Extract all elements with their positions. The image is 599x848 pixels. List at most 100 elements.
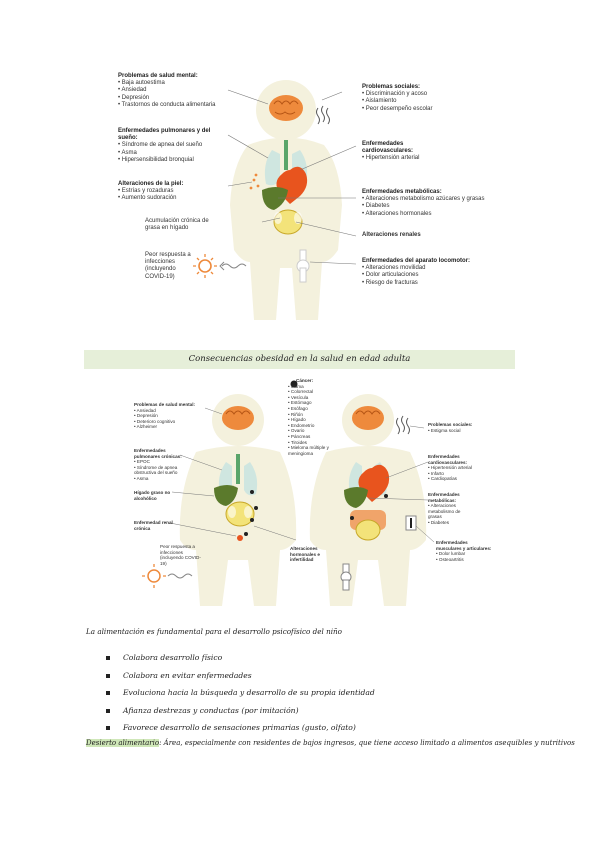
- metabolic-title: Enfermedades metabólicas:: [362, 189, 442, 195]
- list-item-text: Favorece desarrollo de sensaciones prima…: [123, 723, 356, 733]
- cancer-item: Vesícula: [288, 395, 330, 401]
- benefits-list: Colabora desarrollo físico Colabora en e…: [106, 649, 375, 737]
- musculoskeletal-title: Enfermedades musculares y articulares:: [436, 540, 492, 551]
- bullet-icon: [106, 656, 110, 660]
- adult-cardio-item: Infarto: [428, 471, 488, 477]
- adult-pulmonary-item: EPOC: [134, 459, 182, 465]
- mental-item: Ansiedad: [118, 87, 230, 94]
- adult-cardio-item: Hipertensión arterial: [428, 465, 488, 471]
- adult-mental-item: Ansiedad: [134, 408, 204, 414]
- pulmonary-item: Síndrome de apnea del sueño: [118, 142, 228, 149]
- cardio-label: Enfermedades cardiovasculares: Hipertens…: [362, 141, 444, 163]
- musculoskeletal-item: Dolor lumbar: [436, 551, 494, 557]
- social-item: Aislamiento: [362, 98, 472, 105]
- stress-waves-icon: [316, 105, 330, 125]
- nutrition-intro: La alimentación es fundamental para el d…: [86, 627, 342, 636]
- cancer-item: Estómago: [288, 400, 330, 406]
- pulmonary-label: Enfermedades pulmonares y del sueño: Sín…: [118, 128, 228, 164]
- adult-metabolic-item: Alteraciones metabolismo de grasas: [428, 503, 474, 520]
- pulmonary-item: Asma: [118, 150, 228, 157]
- adult-mental-title: Problemas de salud mental:: [134, 402, 196, 407]
- knee-joint-icon: [340, 563, 352, 591]
- adult-bodies-graphic: [142, 380, 435, 606]
- adult-liver-title: Hígado graso no alcohólico: [134, 490, 171, 501]
- cancer-item: Hígado: [288, 417, 330, 423]
- adult-renal-label: Enfermedad renal crónica: [134, 520, 178, 531]
- list-item: Favorece desarrollo de sensaciones prima…: [106, 719, 375, 737]
- adult-pulmonary-item: Síndrome de apnea obstructiva del sueño: [134, 465, 182, 476]
- food-desert-term: Desierto alimentario: [86, 739, 160, 747]
- adult-renal-title: Enfermedad renal crónica: [134, 520, 173, 531]
- skin-title: Alteraciones de la piel:: [118, 181, 184, 187]
- social-label: Problemas sociales: Discriminación y aco…: [362, 84, 472, 113]
- list-item-text: Afianza destrezas y conductas (por imita…: [123, 705, 299, 715]
- cancer-title: Cáncer:: [296, 378, 314, 383]
- skin-item: Aumento sudoración: [118, 195, 228, 202]
- adult-cardio-label: Enfermedades cardiovasculares: Hipertens…: [428, 454, 488, 482]
- adult-figures-illustration: Problemas de salud mental: Ansiedad Depr…: [0, 370, 599, 610]
- adult-mental-label: Problemas de salud mental: Ansiedad Depr…: [134, 402, 204, 430]
- cancer-item: Tiroides: [288, 440, 330, 446]
- liver-icon: [214, 485, 238, 506]
- metabolic-label: Enfermedades metabólicas: Alteraciones m…: [362, 189, 502, 218]
- metabolic-item: Alteraciones metabolismo azúcares y gras…: [362, 196, 502, 203]
- mental-item: Baja autoestima: [118, 80, 230, 87]
- locomotor-title: Enfermedades del aparato locomotor:: [362, 258, 471, 264]
- renal-label: Alteraciones renales: [362, 232, 421, 238]
- virus-icon: [142, 564, 166, 588]
- locomotor-item: Riesgo de fracturas: [362, 280, 512, 287]
- virus-icon: [193, 254, 217, 278]
- hormonal-title: Alteraciones hormonales e infertilidad: [290, 546, 320, 563]
- cancer-item: Esófago: [288, 406, 330, 412]
- social-title: Problemas sociales:: [362, 84, 421, 90]
- pulmonary-item: Hipersensibilidad bronquial: [118, 157, 228, 164]
- adult-social-item: Estigma social: [428, 428, 488, 434]
- hormonal-label: Alteraciones hormonales e infertilidad: [290, 546, 336, 563]
- adult-liver-label: Hígado graso no alcohólico: [134, 490, 178, 501]
- infection-label: Peor respuesta a infecciones (incluyendo…: [145, 252, 191, 280]
- adult-metabolic-item: Diabetes: [428, 520, 474, 526]
- metabolic-item: Alteraciones hormonales: [362, 211, 502, 218]
- skin-item: Estrías y rozaduras: [118, 188, 228, 195]
- brain-icon: [352, 406, 384, 430]
- cancer-item: Colorrectal: [288, 389, 330, 395]
- locomotor-item: Alteraciones movilidad: [362, 265, 512, 272]
- musculoskeletal-label: Enfermedades musculares y articulares: D…: [436, 540, 494, 562]
- adult-pulmonary-item: Asma: [134, 476, 182, 482]
- list-item: Evoluciona hacia la búsqueda y desarroll…: [106, 684, 375, 702]
- social-item: Peor desempeño escolar: [362, 106, 472, 113]
- food-desert-definition: Desierto alimentario: Área, especialment…: [86, 739, 575, 747]
- locomotor-item: Dolor articulaciones: [362, 272, 512, 279]
- list-item-text: Colabora en evitar enfermedades: [123, 670, 252, 680]
- adult-infection-label: Peor respuesta a infecciones (incluyendo…: [160, 544, 201, 566]
- mental-health-label: Problemas de salud mental: Baja autoesti…: [118, 73, 230, 109]
- uterus-icon: [355, 519, 381, 541]
- brain-icon: [269, 95, 303, 121]
- locomotor-label: Enfermedades del aparato locomotor: Alte…: [362, 258, 512, 287]
- skin-label: Alteraciones de la piel: Estrías y rozad…: [118, 181, 228, 203]
- list-item-text: Colabora desarrollo físico: [123, 653, 223, 662]
- musculoskeletal-item: Osteoartritis: [436, 557, 494, 563]
- adult-cardio-item: Cardiopatías: [428, 476, 488, 482]
- sweat-icon: [249, 173, 260, 190]
- cancer-item: Riñón: [288, 412, 330, 418]
- cancer-item: Ovario: [288, 428, 330, 434]
- adult-mental-item: Alzheimer: [134, 424, 204, 430]
- adult-pulmonary-title: Enfermedades pulmonares crónicas:: [134, 448, 182, 459]
- list-item: Afianza destrezas y conductas (por imita…: [106, 702, 375, 720]
- cancer-item: Mieloma múltiple y meningioma: [288, 445, 330, 456]
- mental-health-title: Problemas de salud mental:: [118, 73, 198, 79]
- liver-icon: [344, 487, 368, 508]
- social-item: Discriminación y acoso: [362, 91, 472, 98]
- metabolic-item: Diabetes: [362, 203, 502, 210]
- adult-metabolic-title: Enfermedades metabólicas:: [428, 492, 460, 503]
- adult-mental-item: Depresión: [134, 413, 204, 419]
- child-figure-illustration: Problemas de salud mental: Baja autoesti…: [0, 0, 599, 330]
- adult-cardio-title: Enfermedades cardiovasculares:: [428, 454, 468, 465]
- cardio-item: Hipertensión arterial: [362, 155, 444, 162]
- bullet-icon: [106, 708, 110, 713]
- bullet-icon: [106, 673, 110, 678]
- cancer-item: Endometrio: [288, 423, 330, 429]
- adult-mental-item: Deterioro cognitivo: [134, 419, 204, 425]
- adult-metabolic-label: Enfermedades metabólicas: Alteraciones m…: [428, 492, 474, 526]
